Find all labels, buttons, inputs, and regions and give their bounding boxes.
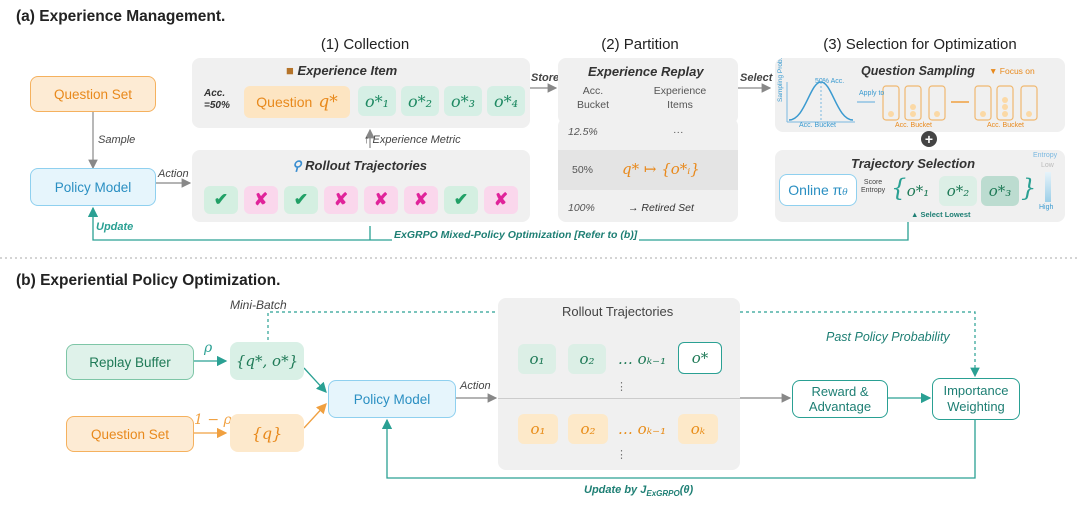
rollout-result-5: ✘	[364, 186, 398, 214]
row-50-highlight	[558, 150, 738, 190]
reward-advantage-box: Reward & Advantage	[792, 380, 888, 418]
plus-icon: +	[921, 131, 937, 147]
select-lowest-label: ▲ Select Lowest	[911, 210, 971, 219]
sampling-curve	[786, 81, 1038, 123]
row-100: 100%	[568, 202, 595, 214]
top-o1: o₁	[518, 344, 556, 374]
update-label: Update	[96, 221, 134, 233]
curve-apply-label: Apply to	[859, 90, 885, 97]
top-ostar: o*	[678, 342, 722, 374]
search-icon: ⚲	[292, 158, 302, 173]
row-125: 12.5%	[568, 126, 598, 138]
rollout-panel-b: Rollout Trajectories o₁ o₂ … oₖ₋₁ o* ⋮ o…	[498, 298, 740, 470]
section-a-title: (a) Experience Management.	[16, 8, 226, 25]
question-sampling-title: Question Sampling	[861, 64, 975, 78]
entropy-label: Entropy	[1033, 152, 1058, 159]
bucket-label-1: Acc. Bucket	[895, 122, 932, 129]
store-label: Store	[531, 72, 560, 84]
question-set-box: Question Set	[30, 76, 156, 112]
action-label-b: Action	[460, 380, 491, 392]
sel-item-2: o*₂	[939, 176, 977, 206]
bottom-o2: o₂	[568, 414, 608, 444]
partition-header: (2) Partition	[601, 36, 679, 53]
o-item-2: o*₂	[401, 86, 439, 116]
o-item-4: o*₄	[487, 86, 525, 116]
one-minus-rho-label: 1 − ρ	[194, 412, 232, 428]
past-policy-label: Past Policy Probability	[826, 330, 950, 344]
row-125-dots: ···	[673, 126, 684, 138]
row-50: 50%	[572, 164, 594, 176]
score-entropy-label: Score Entropy	[861, 179, 886, 194]
focus-on-label: ▼ Focus on	[989, 66, 1035, 76]
importance-weighting-box: Importance Weighting	[932, 378, 1020, 420]
experience-item-title: ■ Experience Item	[286, 63, 398, 78]
bucket-label-2: Acc. Bucket	[987, 122, 1024, 129]
policy-model-box: Policy Model	[30, 168, 156, 206]
update-by-label: Update by JExGRPO(θ)	[584, 484, 694, 499]
box-icon: ■	[286, 63, 294, 78]
experience-replay-title: Experience Replay	[588, 64, 704, 79]
curve-acc-label: 50% Acc.	[815, 78, 845, 85]
sel-item-3: o*₃	[981, 176, 1019, 206]
rollout-title: ⚲ Rollout Trajectories	[292, 158, 427, 173]
section-b-title: (b) Experiential Policy Optimization.	[16, 272, 281, 289]
experience-items-col: Experience Items	[653, 85, 707, 111]
question-set-box-b: Question Set	[66, 416, 194, 452]
sel-item-1: o*₁	[906, 182, 930, 200]
o-item-3: o*₃	[444, 86, 482, 116]
row-divider	[498, 398, 740, 399]
bucket-table: 12.5% ··· 50% q* ↦ {o*ᵢ} 100% → Retired …	[558, 118, 738, 222]
rollout-result-3: ✔	[284, 186, 318, 214]
sample-label: Sample	[98, 134, 136, 146]
rollout-result-8: ✘	[484, 186, 518, 214]
acc-label: Acc.=50%	[204, 88, 230, 111]
brace-close: }	[1021, 174, 1037, 202]
select-label: Select	[740, 72, 773, 84]
bottom-o1: o₁	[518, 414, 558, 444]
entropy-bar	[1045, 172, 1051, 202]
rollout-result-7: ✔	[444, 186, 478, 214]
rollout-result-1: ✔	[204, 186, 238, 214]
question-sampling-panel: Question Sampling ▼ Focus on 50% Acc. Ap…	[775, 58, 1065, 132]
rollout-panel: ⚲ Rollout Trajectories ✔ ✘ ✔ ✘ ✘ ✘ ✔ ✘	[192, 150, 530, 222]
mini-batch-label: Mini-Batch	[230, 298, 287, 312]
trajectory-selection-title: Trajectory Selection	[851, 156, 976, 171]
bottom-ok: oₖ	[678, 414, 718, 444]
acc-bucket-col: Acc. Bucket	[576, 85, 610, 111]
rollout-title-b: Rollout Trajectories	[562, 304, 674, 319]
action-label: Action	[158, 168, 189, 180]
qo-set-box: {q*, o*}	[230, 342, 304, 380]
rho-label: ρ	[204, 340, 213, 356]
curve-xlabel: Acc. Bucket	[799, 122, 836, 129]
rollout-result-6: ✘	[404, 186, 438, 214]
experience-metric-label: ↑ Experience Metric	[364, 134, 461, 146]
o-item-1: o*₁	[358, 86, 396, 116]
top-ok1: … oₖ₋₁	[617, 350, 667, 368]
vdots-2: ⋮	[616, 449, 627, 461]
brace-open: {	[891, 174, 907, 202]
rollout-result-4: ✘	[324, 186, 358, 214]
selection-header: (3) Selection for Optimization	[823, 36, 1017, 53]
exgrpo-note: ExGRPO Mixed-Policy Optimization [Refer …	[392, 229, 640, 241]
retired-set: → Retired Set	[628, 202, 694, 214]
row-50-item: q* ↦ {o*ᵢ}	[622, 160, 700, 178]
q-set-box: {q}	[230, 414, 304, 452]
entropy-high: High	[1039, 204, 1054, 211]
experience-replay-panel: Experience Replay Acc. Bucket Experience…	[558, 58, 738, 124]
bottom-ok1: … oₖ₋₁	[617, 420, 667, 438]
replay-buffer-box: Replay Buffer	[66, 344, 194, 380]
policy-model-box-b: Policy Model	[328, 380, 456, 418]
collection-header: (1) Collection	[320, 36, 410, 53]
entropy-low: Low	[1041, 162, 1054, 169]
top-o2: o₂	[568, 344, 606, 374]
vdots-1: ⋮	[616, 381, 627, 393]
rollout-result-2: ✘	[244, 186, 278, 214]
